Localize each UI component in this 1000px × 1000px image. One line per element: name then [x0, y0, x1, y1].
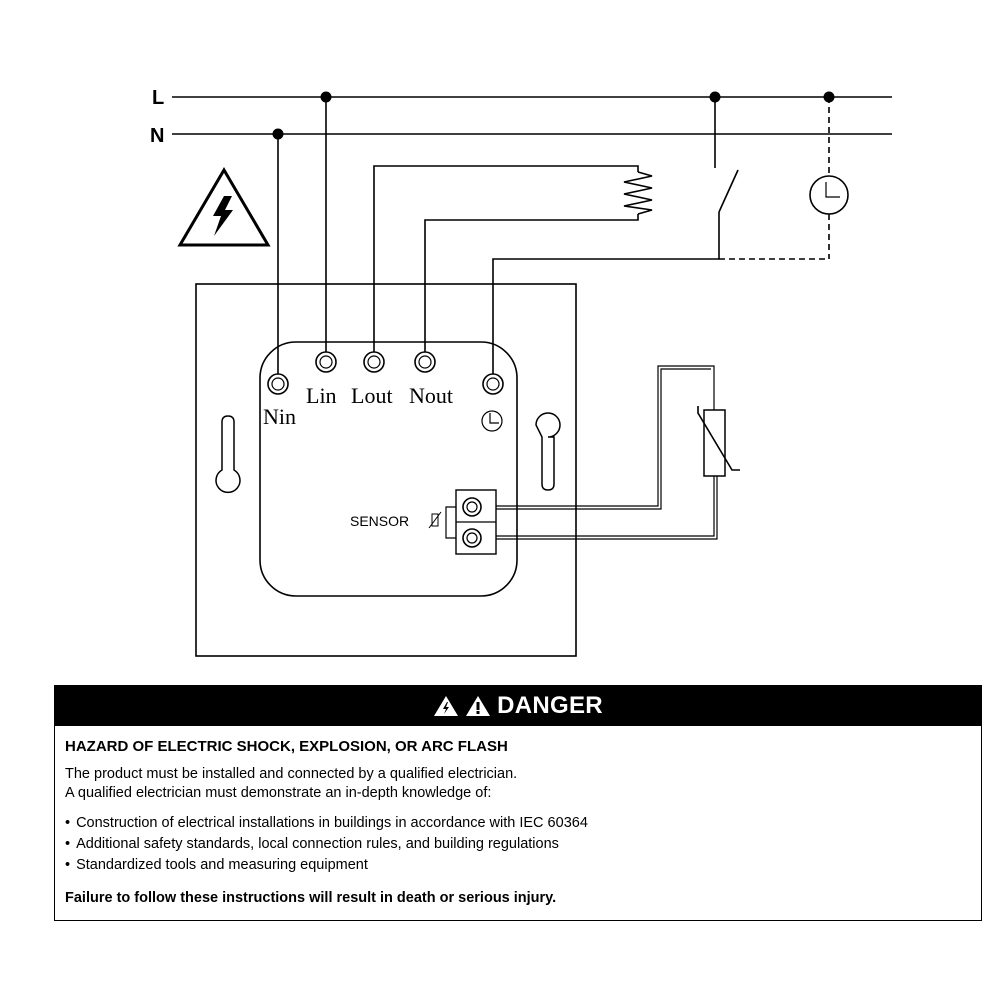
list-item: Standardized tools and measuring equipme…: [65, 855, 971, 876]
danger-notice: DANGER HAZARD OF ELECTRIC SHOCK, EXPLOSI…: [54, 685, 982, 921]
thermostat-plate: [195, 283, 577, 657]
exclamation-warning-icon: [466, 696, 491, 716]
terminal-nout: [414, 351, 436, 373]
terminal-nin: [267, 373, 289, 395]
wire-clock-terminal: [492, 212, 720, 384]
sensor-label: SENSOR: [350, 513, 409, 529]
terminal-lout: [363, 351, 385, 373]
label-lin: Lin: [306, 383, 337, 408]
label-nin: Nin: [263, 404, 296, 429]
sensor-wire-bottom-2: [496, 476, 718, 540]
danger-body: HAZARD OF ELECTRIC SHOCK, EXPLOSION, OR …: [55, 726, 981, 906]
failure-warning: Failure to follow these instructions wil…: [65, 890, 557, 906]
switch-icon: [718, 169, 739, 213]
sensor-wire-top: [496, 365, 715, 507]
electric-warning-icon: [434, 696, 459, 716]
mounting-slot-right: [525, 430, 565, 486]
thermistor-icon: [697, 406, 740, 477]
danger-header: DANGER: [55, 686, 981, 726]
thermostat-module: [259, 341, 518, 597]
high-voltage-warning-icon: [177, 167, 271, 247]
clock-icon: [809, 175, 849, 215]
label-lout: Lout: [351, 383, 393, 408]
sensor-wire-bottom: [496, 476, 715, 537]
list-item: Construction of electrical installations…: [65, 813, 971, 834]
terminal-clock: [482, 373, 504, 395]
sensor-bracket: [445, 506, 456, 539]
live-line-label: L: [152, 87, 164, 109]
clock-hands: [825, 182, 840, 198]
mounting-slot-left: [215, 415, 241, 494]
heater-resistor-icon: [623, 171, 653, 215]
sensor-symbol-icon: [428, 511, 442, 529]
sensor-terminal-2: [462, 528, 482, 548]
knowledge-list: Construction of electrical installations…: [65, 813, 971, 876]
mounting-slot-right-shape: [535, 412, 561, 491]
wiring-diagram: L N: [150, 87, 892, 657]
intro-line-2: A qualified electrician must demonstrate…: [65, 785, 492, 801]
danger-title: DANGER: [497, 692, 603, 719]
intro-line-1: The product must be installed and connec…: [65, 766, 518, 782]
hazard-title: HAZARD OF ELECTRIC SHOCK, EXPLOSION, OR …: [65, 738, 508, 755]
label-nout: Nout: [409, 383, 453, 408]
terminal-clock-icon: [481, 410, 503, 432]
wire-nout: [424, 214, 639, 354]
sensor-wire-top-2: [496, 368, 711, 510]
wire-lout: [373, 165, 639, 354]
terminal-lin: [315, 351, 337, 373]
sensor-terminal-1: [462, 497, 482, 517]
list-item: Additional safety standards, local conne…: [65, 834, 971, 855]
neutral-line-label: N: [150, 125, 164, 147]
